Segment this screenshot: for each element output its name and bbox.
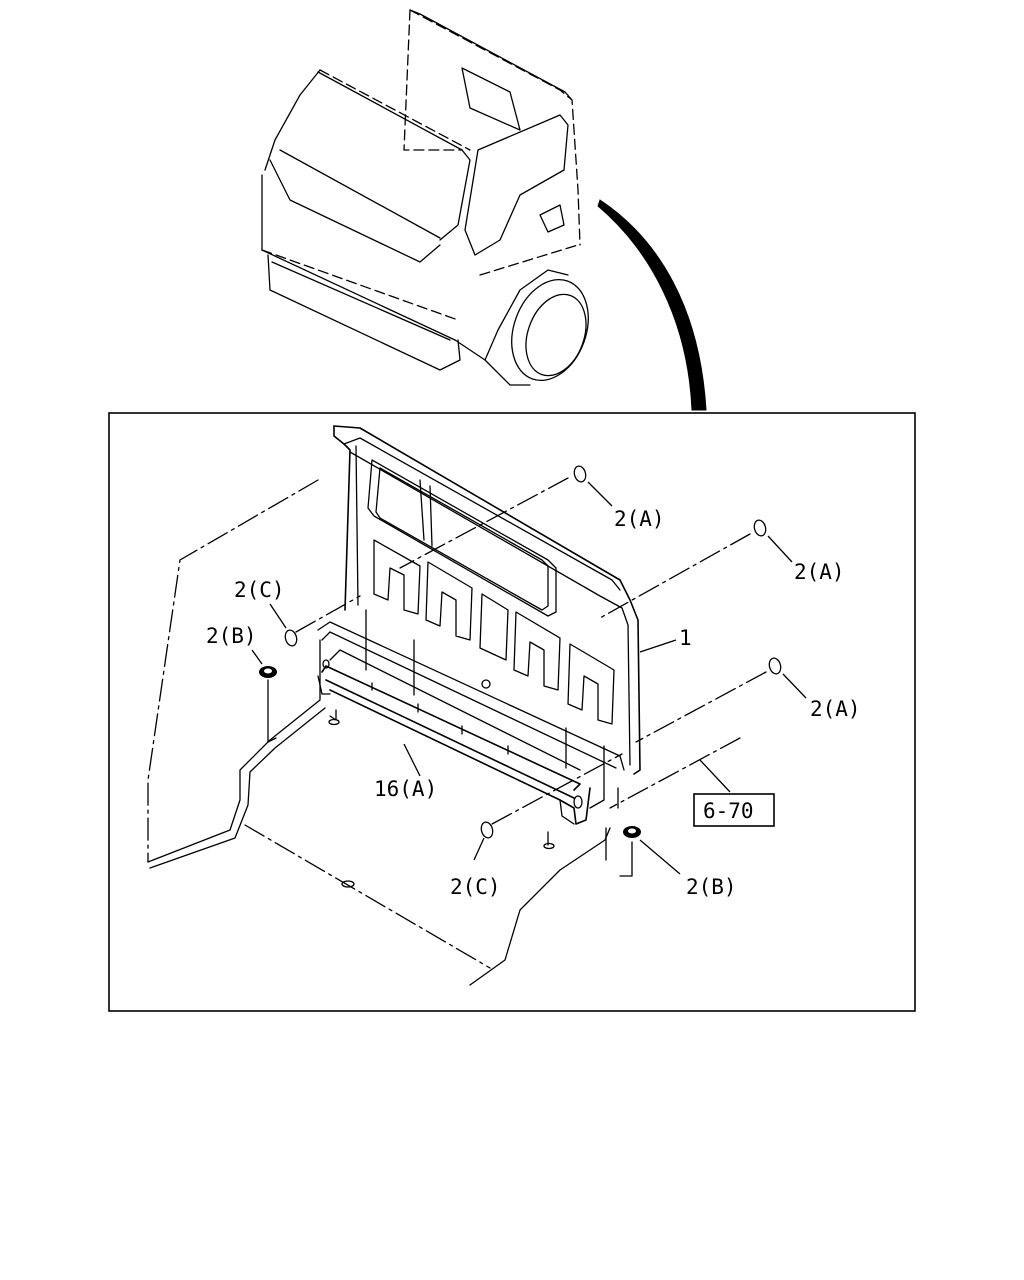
panel-ribs	[373, 539, 615, 725]
rear-panel-detail	[147, 425, 767, 986]
callout-clip-c-left: 2(C)	[234, 578, 285, 602]
clip-2a-right-upper-symbol	[753, 519, 767, 537]
reference-box-6-70[interactable]: 6-70	[693, 793, 775, 827]
callout-labels: 2(A) 2(A) 2(A) 2(C) 2(B) 1 1 16(A) 2(C) …	[206, 507, 861, 899]
reference-box-label: 6-70	[703, 799, 754, 823]
clip-2a-right-lower-symbol	[768, 657, 782, 675]
callout-bracket-16a: 16(A)	[374, 777, 437, 801]
callout-leaders	[251, 481, 807, 875]
clip-2a-top-symbol	[573, 465, 587, 483]
clip-2c-bottom-symbol	[480, 821, 494, 839]
callout-grommet-b-bottom: 2(B)	[686, 875, 737, 899]
callout-grommet-b-left: 2(B)	[206, 624, 257, 648]
truck-cab-illustration	[261, 9, 707, 411]
bracket-16a	[317, 659, 591, 825]
grommet-2b-bottom-symbol	[623, 826, 641, 838]
callout-clip-a-right-lower: 2(A)	[810, 697, 861, 721]
callout-part-number-1: 1	[679, 626, 692, 650]
clip-2c-left-symbol	[284, 629, 298, 647]
clip-symbols	[259, 465, 782, 839]
callout-clip-a-top: 2(A)	[614, 507, 665, 531]
callout-clip-c-bottom: 2(C)	[450, 875, 501, 899]
callout-clip-a-right-upper: 2(A)	[794, 560, 845, 584]
grommet-2b-left-symbol	[259, 666, 277, 678]
detail-frame	[108, 412, 916, 1012]
